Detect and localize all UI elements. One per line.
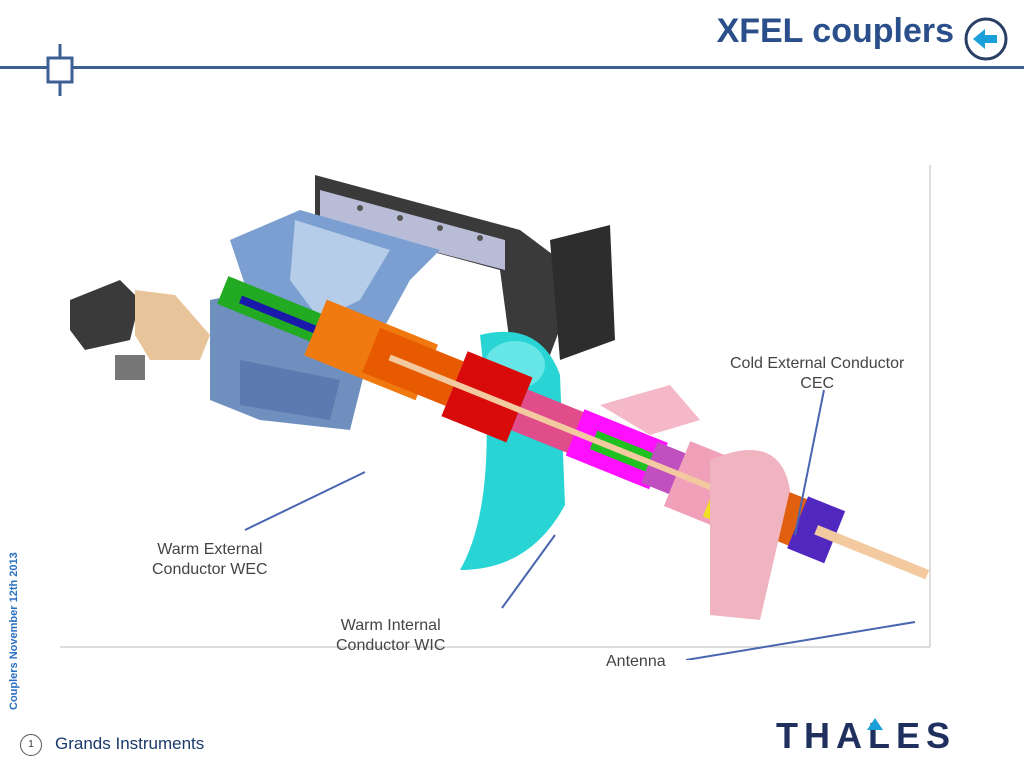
page-title: XFEL couplers: [716, 12, 954, 50]
label-wic-line1: Warm Internal: [340, 617, 441, 634]
label-cec: Cold External Conductor CEC: [730, 354, 904, 394]
callout-line-antenna: [685, 621, 916, 660]
sidebar-date-text: Couplers November 12th 2013: [8, 552, 20, 710]
svg-text:THALES: THALES: [776, 715, 956, 754]
corner-crosshair-icon: [46, 44, 74, 96]
label-antenna-text: Antenna: [606, 653, 666, 670]
page-number-badge: 1: [20, 734, 42, 756]
callout-line-wec: [244, 471, 366, 531]
coupler-cad-diagram: [60, 165, 931, 660]
label-cec-line1: Cold External Conductor: [730, 355, 905, 372]
label-wec-line2: Conductor WEC: [152, 561, 268, 578]
left-end-flange: [70, 280, 210, 380]
pink-bellows: [600, 385, 790, 620]
label-antenna: Antenna: [606, 652, 666, 672]
thales-logo: THALES: [776, 715, 956, 754]
callout-line-cec: [794, 389, 825, 536]
footer-section-name: Grands Instruments: [55, 734, 205, 753]
waveguide-housing: [210, 210, 440, 430]
label-wec: Warm External Conductor WEC: [152, 540, 268, 580]
support-bracket: [315, 175, 615, 360]
back-arrow-icon[interactable]: [963, 16, 1009, 62]
label-wec-line1: Warm External: [157, 541, 263, 558]
header-rule: [0, 66, 1024, 69]
label-wic: Warm Internal Conductor WIC: [336, 616, 445, 656]
label-wic-line2: Conductor WIC: [336, 637, 446, 654]
label-cec-line2: CEC: [800, 375, 835, 392]
callout-line-wic: [501, 534, 556, 609]
